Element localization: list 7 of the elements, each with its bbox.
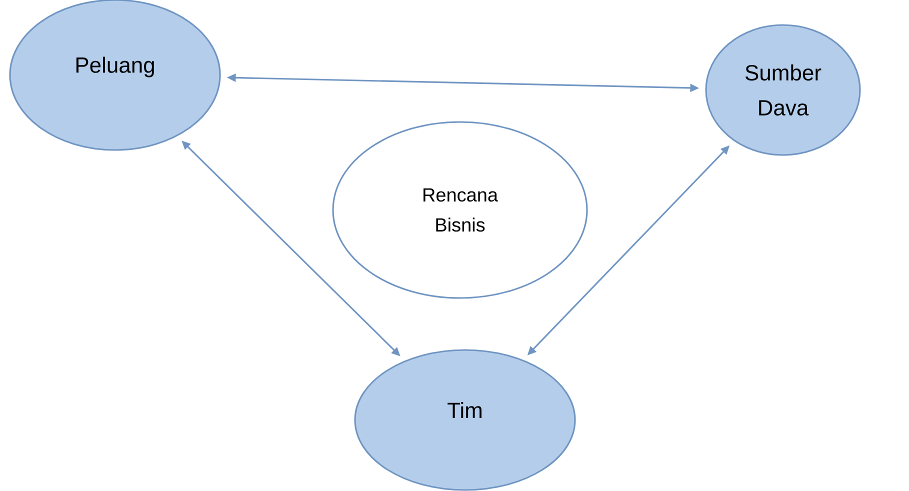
node-label: Tim [448, 402, 482, 418]
node-label: Sumber Dava [746, 64, 822, 116]
node-label: Peluang [76, 56, 154, 78]
ellipse-node [705, 24, 861, 156]
ellipse-node [354, 349, 576, 491]
ellipse-node [332, 121, 588, 299]
node-label: Rencana Bisnis [424, 188, 498, 232]
